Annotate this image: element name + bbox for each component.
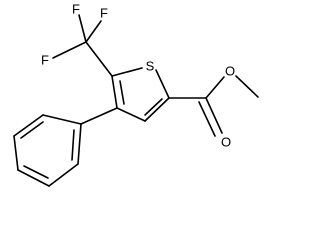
bond-c2-c3 xyxy=(144,97,170,122)
bond-c-f3 xyxy=(52,41,87,59)
bond-c-f2 xyxy=(85,20,102,43)
methyl-ester-group: O O xyxy=(168,64,259,150)
atom-carbonyl-oxygen: O xyxy=(221,135,231,150)
bond-c4-phenyl xyxy=(80,107,118,125)
bond-cf3-ring xyxy=(85,41,113,77)
bond-c4-c5 xyxy=(111,75,118,109)
bond-s-c2 xyxy=(155,69,170,99)
bond-ester-o-methyl xyxy=(235,75,259,98)
atom-fluorine-2: F xyxy=(100,6,108,21)
double-bond-c4-c5 xyxy=(119,80,125,105)
double-bond-carbonyl-o xyxy=(198,101,216,137)
bond-carbonyl-o xyxy=(205,97,223,134)
trifluoromethyl-group: F F F xyxy=(41,2,113,77)
double-bond-phenyl-b xyxy=(23,165,49,179)
chemical-structure-diagram: F F F S O O xyxy=(13,2,259,187)
bond-phenyl-4-5 xyxy=(17,169,50,187)
double-bond-c2-c3 xyxy=(144,98,163,116)
bond-phenyl-3-4 xyxy=(13,135,19,171)
bond-c3-c4 xyxy=(116,107,146,122)
atom-fluorine-3: F xyxy=(41,53,49,68)
bond-phenyl-5-6 xyxy=(48,163,79,187)
double-bond-phenyl-c xyxy=(71,129,75,161)
bond-phenyl-1-2 xyxy=(42,114,82,125)
bond-carbonyl-ester-o xyxy=(205,76,225,99)
bond-phenyl-2-3 xyxy=(13,114,44,137)
atom-fluorine-1: F xyxy=(72,2,80,17)
bond-phenyl-6-1 xyxy=(77,123,82,165)
thiophene-ring: S xyxy=(111,59,170,122)
bond-c5-s xyxy=(111,67,143,77)
atom-sulfur: S xyxy=(146,59,155,74)
double-bond-phenyl-a xyxy=(20,121,44,139)
bond-c-f1 xyxy=(78,14,87,43)
phenyl-ring xyxy=(13,107,118,187)
atom-ester-oxygen: O xyxy=(225,64,235,79)
